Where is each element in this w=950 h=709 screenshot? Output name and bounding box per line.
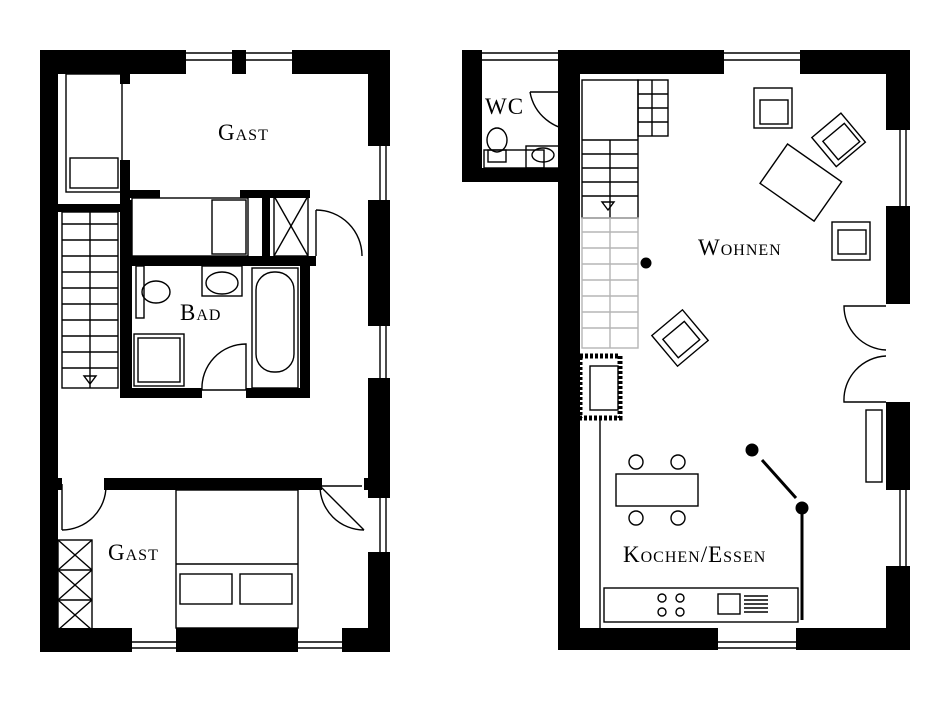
room-label-wc: WC [485,94,525,119]
ground-floor-living-furniture [650,87,871,368]
upper-floor-shelf [131,195,309,257]
ground-floor-outer-walls [462,50,910,650]
room-label-bad: Bad [180,300,222,325]
ground-floor-windows [482,52,907,649]
upper-floor-wardrobe [65,73,123,193]
ground-floor-stairs [581,79,669,219]
ground-floor-kitchen-counter [599,420,799,628]
ground-floor-patio-doors [843,305,887,483]
room-label-gast-top: Gast [218,120,269,145]
ground-floor-stairs-faded [581,217,639,349]
ground-floor-posts [640,257,809,620]
room-label-gast-bottom: Gast [108,540,159,565]
upper-floor-plan [40,50,390,652]
ground-floor-wc-fixtures [483,91,577,169]
upper-floor-windows [132,52,387,649]
upper-floor-inner-walls [56,72,370,490]
ground-floor-plan [462,50,910,650]
room-label-wohnen: Wohnen [698,235,782,260]
room-label-kochen-essen: Kochen/Essen [623,542,767,567]
upper-floor-bottom-furniture [57,489,299,631]
ground-floor-dining-table [615,454,699,526]
upper-floor-doors [61,209,365,531]
upper-floor-bathroom-fixtures [133,265,299,389]
upper-floor-outer-walls [40,50,390,652]
ground-floor-stove [577,353,623,421]
upper-floor-stairs [61,211,119,389]
